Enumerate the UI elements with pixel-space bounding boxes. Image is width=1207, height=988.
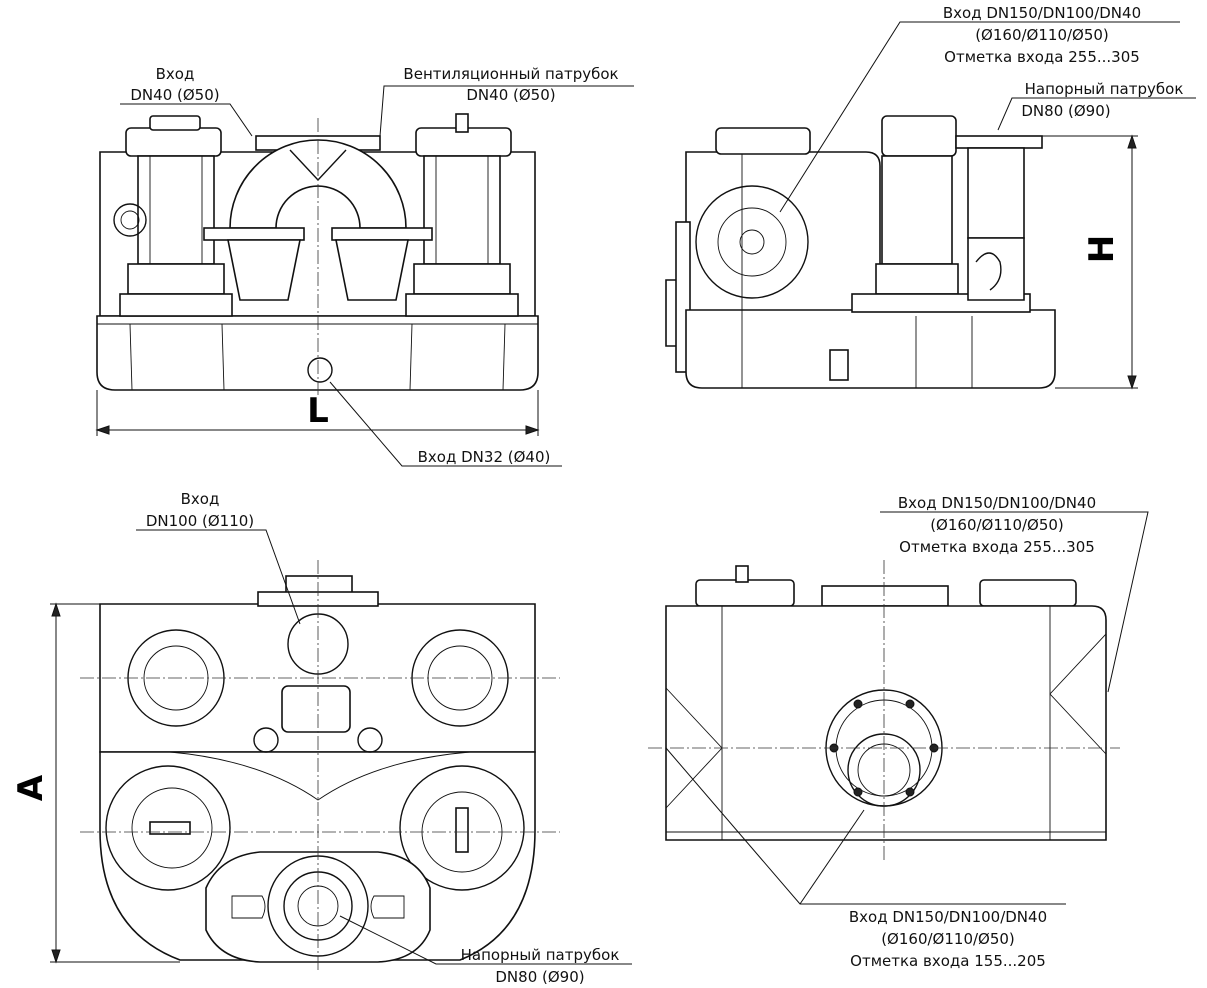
rear-inlet-upper-label-2: (Ø160/Ø110/Ø50): [930, 516, 1064, 534]
front-view: L Вход DN40 (Ø50) Вентиляционный патрубо…: [95, 65, 634, 467]
rear-inlet-upper-label-1: Вход DN150/DN100/DN40: [898, 494, 1096, 512]
side-inlet-flange: [695, 185, 809, 299]
front-vent-label-1: Вентиляционный патрубок: [403, 65, 618, 83]
dimension-a-label: A: [11, 774, 51, 801]
front-inlet-label-1: Вход: [156, 65, 195, 83]
rear-inlet-lower-label-2: (Ø160/Ø110/Ø50): [881, 930, 1015, 948]
right-pump: [405, 113, 519, 317]
front-vent-label-2: DN40 (Ø50): [466, 86, 555, 104]
dimension-length: L: [95, 390, 540, 436]
side-pressure-pipe: [955, 135, 1043, 301]
dimension-h-label: H: [1082, 235, 1122, 263]
top-inlet-label-2: DN100 (Ø110): [146, 512, 254, 530]
dimension-depth: A: [11, 602, 180, 964]
side-pressure-label-1: Напорный патрубок: [1025, 80, 1184, 98]
rear-inlet-lower-label-1: Вход DN150/DN100/DN40: [849, 908, 1047, 926]
side-inlet-label-2: (Ø160/Ø110/Ø50): [975, 26, 1109, 44]
left-pump: [113, 115, 233, 317]
top-pressure-label-1: Напорный патрубок: [461, 946, 620, 964]
top-view: A Вход DN100 (Ø110) Напорный патрубок DN…: [11, 490, 632, 986]
top-pressure-label-2: DN80 (Ø90): [495, 968, 584, 986]
front-bottom-inlet-label: Вход DN32 (Ø40): [418, 448, 551, 466]
rear-view: Вход DN150/DN100/DN40 (Ø160/Ø110/Ø50) От…: [648, 494, 1149, 970]
bottom-inlet-port: [307, 357, 333, 383]
dimension-l-label: L: [307, 391, 329, 431]
front-inlet-label-2: DN40 (Ø50): [130, 86, 219, 104]
top-inlet-label-1: Вход: [181, 490, 220, 508]
rear-inlet-upper-label-3: Отметка входа 255...305: [899, 538, 1095, 556]
rear-inlet-lower-label-3: Отметка входа 155...205: [850, 952, 1046, 970]
side-inlet-label-3: Отметка входа 255...305: [944, 48, 1140, 66]
dimension-height: H: [1042, 134, 1138, 390]
side-inlet-label-1: Вход DN150/DN100/DN40: [943, 4, 1141, 22]
side-view: H Вход DN150/DN100/DN40 (Ø160/Ø110/Ø50) …: [665, 4, 1196, 390]
side-pressure-label-2: DN80 (Ø90): [1021, 102, 1110, 120]
